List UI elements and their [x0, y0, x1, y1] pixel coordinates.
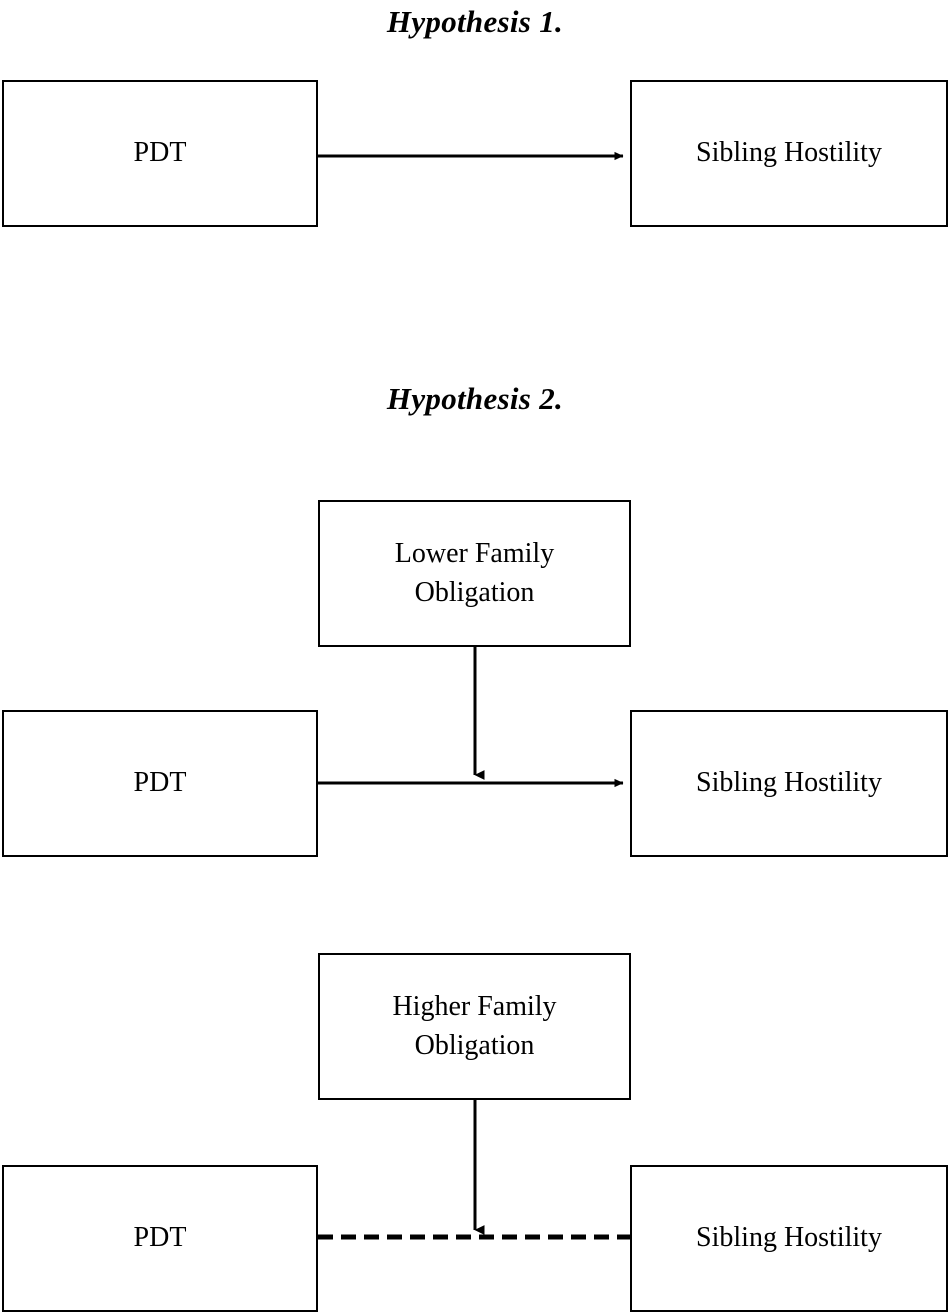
hypothesis-2-high-outcome-label: Sibling Hostility [696, 1222, 882, 1254]
hypothesis-2-high-predictor-label: PDT [133, 1222, 187, 1254]
hypothesis-2-low-moderator-label: Lower Family Obligation [394, 537, 555, 608]
hypothesis-2-high-outcome-box: Sibling Hostility [630, 1165, 948, 1312]
hypothesis-2-title: Hypothesis 2. [386, 381, 564, 416]
hypothesis-2-high-predictor-box: PDT [2, 1165, 318, 1312]
hypothesis-1-predictor-box: PDT [2, 80, 318, 227]
hypothesis-1-path-arrow [316, 140, 634, 172]
hypothesis-2-high-moderator-box: Higher Family Obligation [318, 953, 631, 1100]
hypothesis-2-low-main-path-arrow [316, 768, 634, 800]
hypothesis-2-low-predictor-label: PDT [133, 767, 187, 799]
hypothesis-1-predictor-label: PDT [133, 137, 187, 169]
hypothesis-2-low-moderator-path-arrow [459, 645, 491, 785]
hypothesis-1-title: Hypothesis 1. [386, 4, 564, 39]
hypothesis-2-high-moderator-label: Higher Family Obligation [392, 990, 557, 1061]
hypothesis-1-outcome-box: Sibling Hostility [630, 80, 948, 227]
hypothesis-2-low-outcome-label: Sibling Hostility [696, 767, 882, 799]
hypothesis-2-low-outcome-box: Sibling Hostility [630, 710, 948, 857]
hypothesis-2-high-moderator-path-arrow [459, 1098, 491, 1240]
hypothesis-2-high-main-path-dashed [316, 1222, 634, 1254]
hypothesis-1-outcome-label: Sibling Hostility [696, 137, 882, 169]
hypothesis-2-low-moderator-box: Lower Family Obligation [318, 500, 631, 647]
hypothesis-2-low-predictor-box: PDT [2, 710, 318, 857]
